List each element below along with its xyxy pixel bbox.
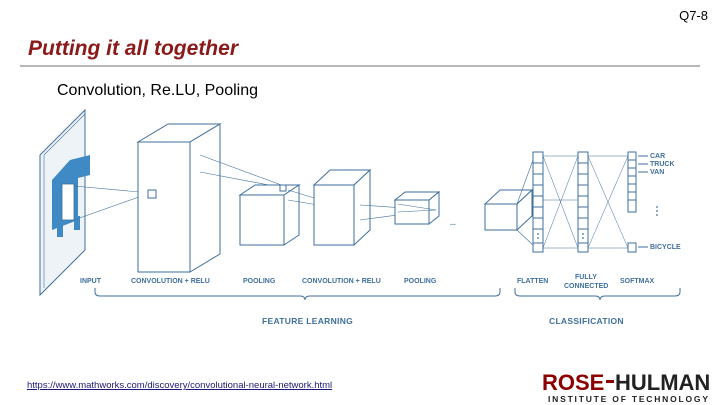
conv-block-2: [312, 168, 372, 247]
class-label-van: VAN: [650, 169, 664, 176]
section-label-feature-learning: FEATURE LEARNING: [262, 316, 353, 326]
conv-block-1: [136, 123, 222, 273]
class-label-bicycle: BICYCLE: [650, 244, 681, 251]
logo-tagline: INSTITUTE OF TECHNOLOGY: [548, 394, 710, 404]
logo-dash: [606, 380, 614, 383]
pool-block-1: [238, 184, 301, 246]
title-divider: [20, 65, 700, 67]
flatten-prism: [483, 159, 534, 246]
stage-label-conv-relu-2: CONVOLUTION + RELU: [302, 278, 381, 285]
slide-subtitle: Convolution, Re.LU, Pooling: [57, 82, 259, 99]
slide-title: Putting it all together: [28, 37, 238, 60]
stage-label-fully: FULLY: [575, 274, 597, 281]
stage-label-connected: CONNECTED: [564, 283, 608, 290]
cnn-architecture-diagram: ...: [39, 108, 681, 326]
class-label-car: CAR: [650, 153, 665, 160]
input-image: [39, 108, 90, 297]
stage-label-pooling-1: POOLING: [243, 278, 276, 285]
ellipsis: ...: [450, 220, 456, 227]
flatten-column: [532, 151, 544, 253]
stage-label-input: INPUT: [80, 278, 102, 285]
stage-label-softmax: SOFTMAX: [620, 278, 655, 285]
stage-label-conv-relu-1: CONVOLUTION + RELU: [131, 278, 210, 285]
source-link[interactable]: https://www.mathworks.com/discovery/conv…: [27, 380, 333, 391]
fc-connections: [542, 155, 579, 249]
logo-rose: ROSE: [542, 370, 604, 395]
stage-label-pooling-2: POOLING: [404, 278, 437, 285]
fully-connected-column: [577, 151, 589, 253]
softmax-column: [627, 151, 648, 253]
logo-hulman: HULMAN: [615, 370, 710, 395]
slide-number: Q7-8: [679, 8, 708, 23]
feature-learning-brace: [94, 288, 501, 301]
pool-block-2: [393, 190, 441, 226]
class-label-truck: TRUCK: [650, 161, 675, 168]
rose-hulman-logo: ROSE HULMAN INSTITUTE OF TECHNOLOGY: [542, 370, 710, 404]
stage-label-flatten: FLATTEN: [517, 278, 548, 285]
classification-brace: [514, 288, 681, 301]
section-label-classification: CLASSIFICATION: [549, 316, 624, 326]
